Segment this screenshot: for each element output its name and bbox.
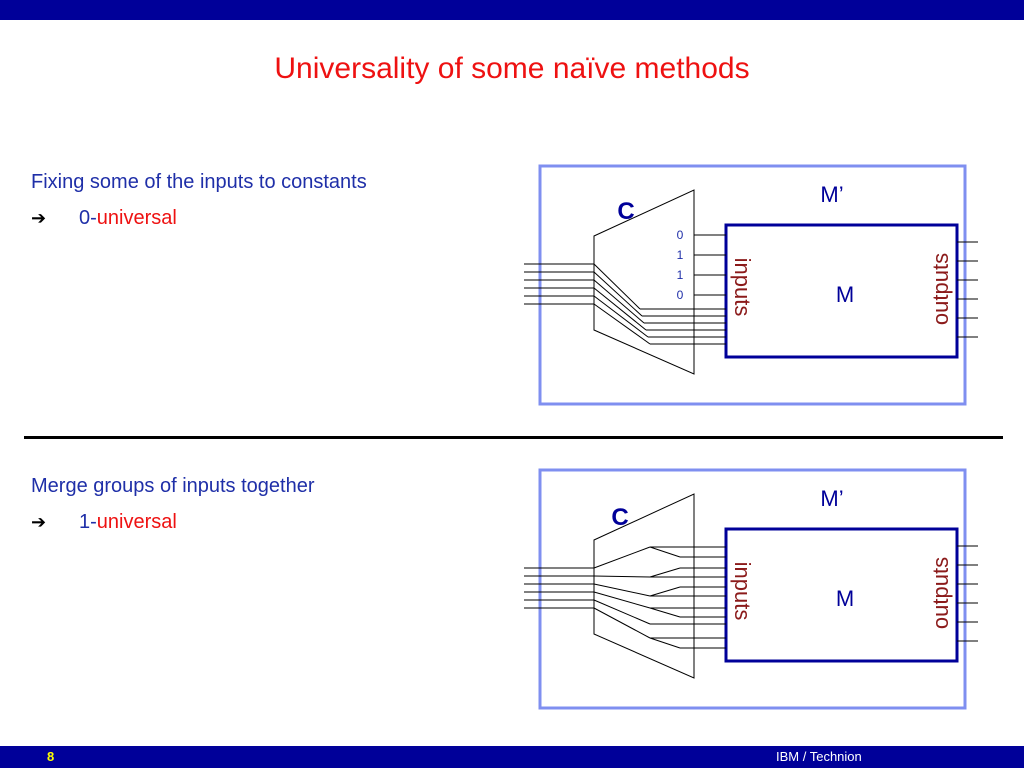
slide-title: Universality of some naïve methods xyxy=(274,52,750,85)
diagram-fixing-constants: 0 1 1 0 M’ C M inputs outputs xyxy=(524,164,978,406)
result-line-0: ➔ 0-universal xyxy=(31,207,177,230)
input-wires xyxy=(524,263,726,345)
constant-value: 0 xyxy=(677,228,684,242)
outputs-label: outputs xyxy=(928,253,953,325)
universal-word: universal xyxy=(96,511,177,533)
right-arrow-icon: ➔ xyxy=(31,208,47,228)
top-bar xyxy=(0,0,1024,20)
universality-level: 1 xyxy=(79,511,91,533)
bullet-merge-inputs: Merge groups of inputs together xyxy=(31,475,315,497)
circuit-c-trapezoid xyxy=(593,189,695,375)
outer-frame-m-prime xyxy=(538,468,967,710)
input-wires xyxy=(524,546,651,639)
output-wires xyxy=(957,241,978,338)
inputs-label: inputs xyxy=(730,258,755,317)
box-label-m: M xyxy=(836,586,854,611)
outer-frame-m-prime xyxy=(538,164,967,406)
inner-box-m xyxy=(724,223,959,359)
footer-organization: IBM / Technion xyxy=(776,749,862,764)
constant-value: 1 xyxy=(677,268,684,282)
universality-level: 0 xyxy=(79,207,91,229)
merge-fanout-wires xyxy=(649,546,726,649)
box-label-m: M xyxy=(836,282,854,307)
constant-value: 1 xyxy=(677,248,684,262)
circuit-label-c: C xyxy=(617,198,634,225)
dash: - xyxy=(90,511,97,533)
inputs-label: inputs xyxy=(730,562,755,621)
bullet-fixing-inputs: Fixing some of the inputs to constants xyxy=(31,171,367,193)
circuit-label-c: C xyxy=(611,504,628,531)
right-arrow-icon: ➔ xyxy=(31,512,47,532)
page-number: 8 xyxy=(47,749,55,764)
outputs-label: outputs xyxy=(928,557,953,629)
constant-wires xyxy=(694,234,726,296)
circuit-c-trapezoid xyxy=(593,493,695,679)
result-line-1: ➔ 1-universal xyxy=(31,511,177,534)
constant-value: 0 xyxy=(677,288,684,302)
universal-word: universal xyxy=(96,207,177,229)
section-divider xyxy=(24,436,1003,439)
inner-box-m xyxy=(724,527,959,663)
footer-bar: 8 IBM / Technion xyxy=(0,746,1024,768)
outer-label-m-prime: M’ xyxy=(820,182,843,207)
output-wires xyxy=(957,545,978,642)
outer-label-m-prime: M’ xyxy=(820,486,843,511)
dash: - xyxy=(90,207,97,229)
diagram-merge-inputs: M’ C M inputs outputs xyxy=(524,468,978,710)
